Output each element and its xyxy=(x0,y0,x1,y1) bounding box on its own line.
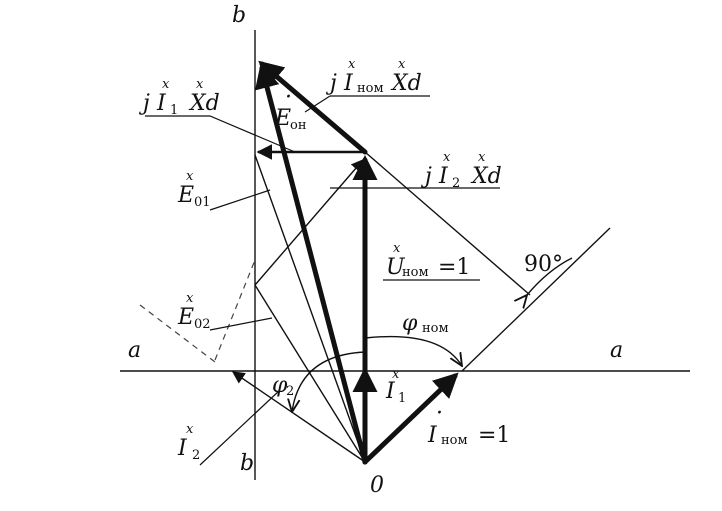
leader-I2 xyxy=(199,389,281,466)
svg-text:x: x xyxy=(186,169,194,184)
svg-text:x: x xyxy=(393,241,401,256)
leader-E01 xyxy=(209,189,271,211)
svg-text:1: 1 xyxy=(398,391,406,406)
leader-E02 xyxy=(209,317,273,331)
label-jI-nom-Xd: j x I ном x Xd xyxy=(325,57,422,96)
leader-jI1-Xd xyxy=(145,115,296,153)
svg-text:j: j xyxy=(325,71,337,96)
dashed-construction-line xyxy=(139,304,216,363)
svg-text:Xd: Xd xyxy=(470,164,502,189)
label-I-nom: · I ном =1 xyxy=(427,401,510,448)
svg-text:ном: ном xyxy=(402,265,429,280)
svg-text:I: I xyxy=(438,164,449,189)
svg-text:U: U xyxy=(386,255,406,280)
E-on-vector xyxy=(254,63,368,465)
label-jI1-Xd: j x I 1 x Xd xyxy=(138,77,220,118)
phi2-arc xyxy=(292,351,366,412)
line-i2-vector xyxy=(231,371,366,463)
label-U-nom: x U ном =1 xyxy=(386,241,470,280)
label-phi2: φ 2 xyxy=(272,373,294,399)
svg-text:E: E xyxy=(177,183,194,208)
current-extension-line xyxy=(364,151,531,296)
b-axis-label-bottom: b xyxy=(240,451,254,476)
label-E-on: · E он xyxy=(274,85,307,133)
svg-text:x: x xyxy=(392,367,400,382)
svg-text:он: он xyxy=(290,118,307,133)
svg-text:x: x xyxy=(186,291,194,306)
label-I2: x I 2 xyxy=(177,422,200,463)
svg-text:ном: ном xyxy=(441,433,468,448)
svg-text:x: x xyxy=(398,57,406,72)
svg-text:x: x xyxy=(186,422,194,437)
svg-text:I: I xyxy=(385,379,396,404)
svg-text:I: I xyxy=(177,436,188,461)
svg-text:2: 2 xyxy=(192,448,200,463)
svg-text:I: I xyxy=(343,71,354,96)
svg-text:φ: φ xyxy=(402,311,418,336)
svg-text:·: · xyxy=(285,85,292,110)
svg-text:1: 1 xyxy=(170,103,178,118)
svg-text:x: x xyxy=(196,77,204,92)
svg-text:j: j xyxy=(138,91,150,116)
label-E01: x E 01 xyxy=(177,169,211,210)
label-I1: x I 1 xyxy=(385,367,406,406)
svg-text:I: I xyxy=(156,91,167,116)
svg-text:ном: ном xyxy=(357,81,384,96)
perpendicular-line xyxy=(461,227,611,372)
jI-nom-Xd-vector xyxy=(258,60,368,155)
svg-text:x: x xyxy=(443,150,451,165)
a-axis-label-left: a xyxy=(128,338,141,363)
svg-text:x: x xyxy=(348,57,356,72)
svg-text:Xd: Xd xyxy=(188,91,220,116)
phi-nom-arc xyxy=(364,335,462,366)
svg-text:x: x xyxy=(478,150,486,165)
svg-text:2: 2 xyxy=(286,384,294,399)
svg-text:I: I xyxy=(427,423,438,448)
svg-text:ном: ном xyxy=(422,321,449,336)
svg-text:φ: φ xyxy=(272,373,288,398)
svg-text:=1: =1 xyxy=(438,255,470,280)
line-origin-to-e02 xyxy=(254,284,366,463)
dashed-construction-line-2 xyxy=(214,259,256,361)
svg-text:E: E xyxy=(177,305,194,330)
b-axis-label-top: b xyxy=(232,3,246,28)
svg-text:x: x xyxy=(162,77,170,92)
svg-text:j: j xyxy=(420,164,432,189)
label-angle-90: 90° xyxy=(524,252,563,277)
line-e02-to-u xyxy=(254,159,364,286)
svg-text:·: · xyxy=(436,401,443,426)
svg-text:E: E xyxy=(274,106,291,131)
label-jI2-Xd: j x I 2 x Xd xyxy=(420,150,502,191)
svg-text:02: 02 xyxy=(194,317,211,332)
label-E02: x E 02 xyxy=(177,291,211,332)
line-origin-to-e01 xyxy=(254,154,366,463)
a-axis-label-right: a xyxy=(610,338,623,363)
svg-text:=1: =1 xyxy=(478,423,510,448)
origin-label: 0 xyxy=(370,473,384,498)
svg-text:Xd: Xd xyxy=(390,71,422,96)
leader-jI-nom-Xd-tick xyxy=(304,95,331,113)
label-phi-nom: φ ном xyxy=(402,311,449,336)
angle-90-arc xyxy=(527,257,573,295)
I-nom-vector xyxy=(362,372,459,465)
svg-text:01: 01 xyxy=(194,195,211,210)
svg-text:2: 2 xyxy=(452,176,460,191)
